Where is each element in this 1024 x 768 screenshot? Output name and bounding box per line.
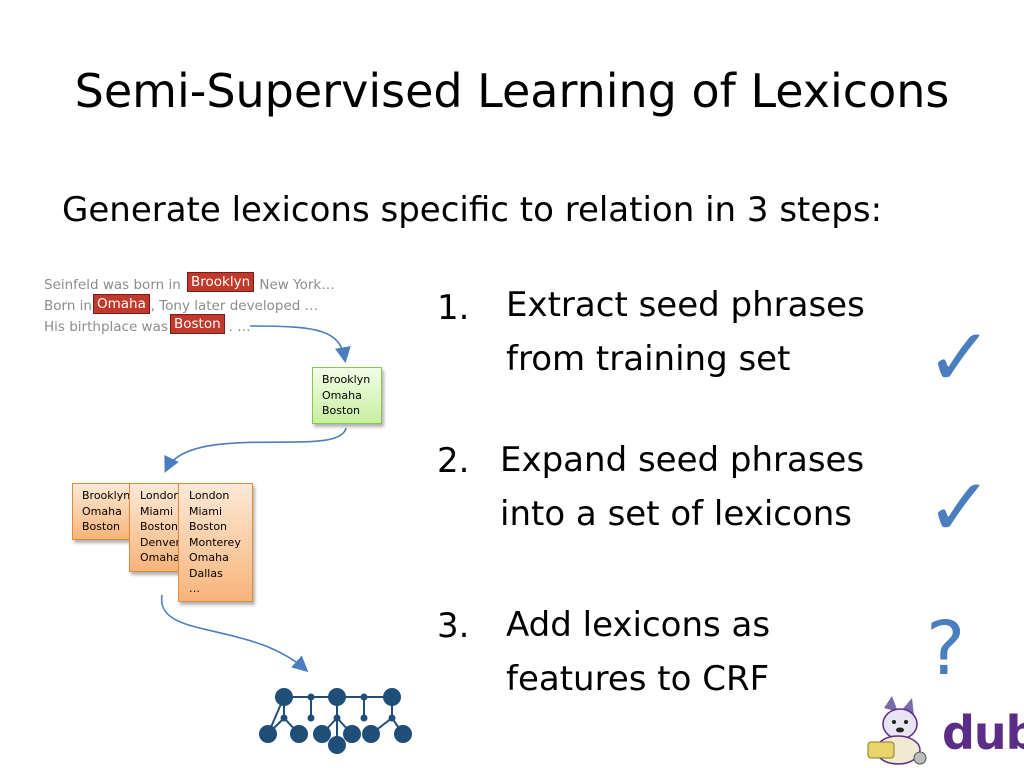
slide-subtitle: Generate lexicons specific to relation i… — [62, 190, 883, 230]
seed-item: Omaha — [322, 388, 362, 402]
step-2-number: 2. — [437, 441, 470, 481]
step-3-text: Add lexicons as features to CRF — [506, 598, 770, 706]
lexicon-box-3: London Miami Boston Monterey Omaha Dalla… — [178, 483, 253, 602]
lexicon-item: Boston — [82, 520, 121, 533]
lexicon-item: Miami — [140, 504, 174, 518]
sentence-3: His birthplace was . … — [44, 319, 251, 335]
lexicon-item: … — [189, 582, 200, 595]
sentence-2-before: Born in — [44, 298, 92, 314]
arrow-sentences-to-seeds — [249, 325, 351, 364]
lexicon-item: Boston — [140, 520, 179, 533]
arrow-lexicons-to-crf — [161, 594, 309, 673]
step-2-text: Expand seed phrases into a set of lexico… — [500, 433, 864, 541]
lexicon-item: Omaha — [140, 551, 180, 564]
sentence-2-after: , Tony later developed … — [150, 298, 319, 314]
sentence-2: Born in , Tony later developed … — [44, 298, 318, 314]
crf-network-icon — [259, 688, 412, 754]
sentence-1-after: New York… — [259, 277, 335, 293]
sentence-1: Seinfeld was born in New York… — [44, 277, 335, 293]
step-1-text: Extract seed phrases from training set — [506, 278, 865, 386]
checkmark-icon: ✓ — [926, 461, 994, 554]
highlight-brooklyn: Brooklyn — [187, 272, 255, 292]
step-1-line-1: Extract seed phrases — [506, 285, 865, 325]
checkmark-icon: ✓ — [926, 311, 994, 404]
lexicon-item: Omaha — [189, 551, 229, 564]
step-1-number: 1. — [437, 288, 470, 328]
slide-title: Semi-Supervised Learning of Lexicons — [74, 64, 950, 118]
highlight-boston: Boston — [170, 314, 225, 334]
step-3-number: 3. — [437, 606, 470, 646]
seed-item: Boston — [322, 404, 361, 417]
seed-item: Brooklyn — [322, 373, 371, 386]
step-2-line-2: into a set of lexicons — [500, 494, 853, 534]
question-mark-icon: ? — [926, 606, 966, 692]
lexicon-item: London — [189, 489, 230, 502]
husky-mascot-icon — [867, 696, 927, 765]
highlight-omaha: Omaha — [93, 294, 150, 314]
step-2-line-1: Expand seed phrases — [500, 440, 865, 480]
seed-phrase-box: Brooklyn Omaha Boston — [312, 367, 382, 424]
arrow-seeds-to-lexicons — [164, 427, 347, 473]
lexicon-item: Miami — [189, 504, 223, 518]
step-3-line-2: features to CRF — [506, 659, 770, 699]
sentence-1-before: Seinfeld was born in — [44, 277, 181, 293]
dub-logo: dub — [942, 706, 1024, 760]
sentence-3-before: His birthplace was — [44, 319, 168, 335]
lexicon-item: Boston — [189, 520, 228, 533]
lexicon-item: Omaha — [82, 504, 122, 518]
lexicon-item: London — [140, 489, 181, 502]
step-1-line-2: from training set — [506, 339, 791, 379]
lexicon-item: Denver — [140, 535, 181, 549]
lexicon-item: Monterey — [189, 535, 241, 549]
lexicon-item: Dallas — [189, 566, 223, 580]
sentence-3-after: . … — [228, 319, 251, 335]
lexicon-item: Brooklyn — [82, 489, 131, 502]
step-3-line-1: Add lexicons as — [506, 605, 771, 645]
